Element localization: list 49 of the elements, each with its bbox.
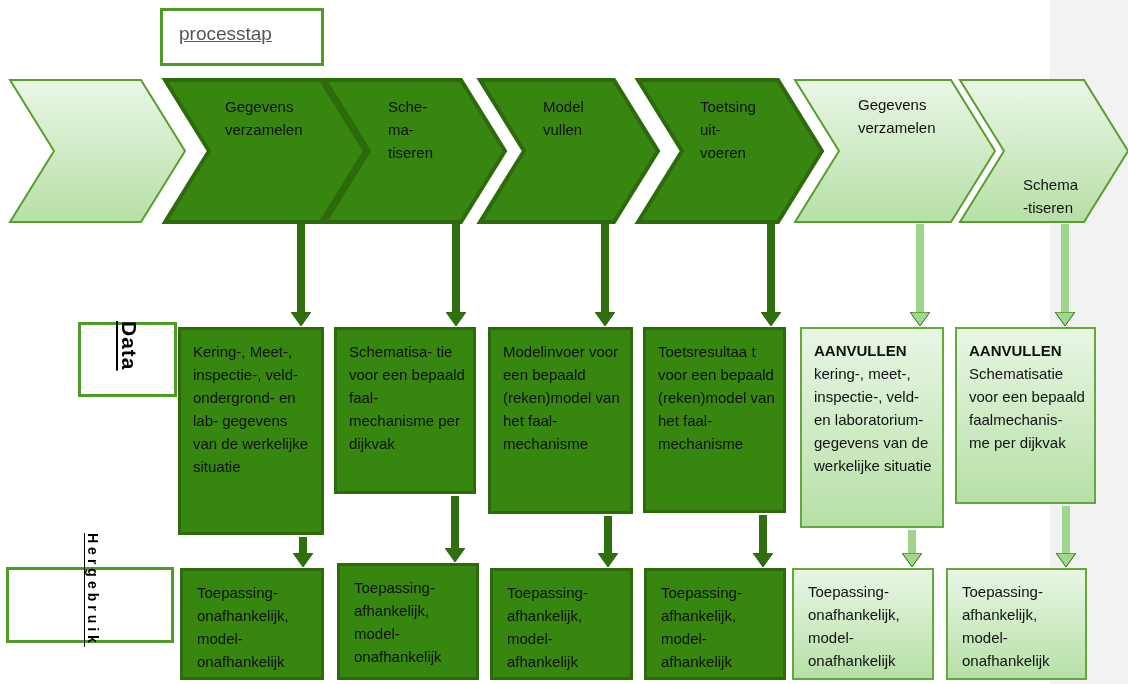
text-box [946, 568, 1087, 680]
text-box [490, 568, 633, 680]
text-box [955, 327, 1096, 504]
box-text: Schematisatie voor een bepaald faalmechanis- me per dijkvak [969, 364, 1086, 453]
text-box [334, 327, 476, 494]
text-box [337, 563, 479, 680]
box-text: Toepassing- onafhankelijk, model- onafhankelijk [808, 582, 901, 671]
box-text: Toetsresultaa t voor een bepaald (reken)model van het faal- mechanisme [658, 342, 775, 454]
text-box [178, 327, 324, 535]
label-box [78, 322, 177, 397]
step-label: Schema -tiseren [1023, 175, 1080, 218]
label-box [160, 8, 324, 66]
box-text: Kering-, Meet-, inspectie-, veld- ondergrond- en lab- gegevens van de werkelijke situatie [193, 342, 310, 477]
arrow [752, 515, 774, 568]
arrow [597, 516, 619, 568]
box-text: Toepassing- onafhankelijk, model- onafhankelijk [197, 583, 290, 672]
arrow [594, 224, 616, 327]
box-text: Toepassing- afhankelijk, model- onafhankelijk [354, 578, 443, 667]
arrow [901, 530, 923, 568]
text-box [643, 327, 786, 513]
box-heading: AANVULLEN [814, 341, 908, 361]
step-label: Toetsing uit- voeren [700, 97, 757, 163]
step-label: Model vullen [543, 97, 585, 140]
text-box [800, 327, 944, 528]
box-text: kering-, meet-, inspectie-, veld- en laboratorium- gegevens van de werkelijke situatie [814, 364, 933, 476]
row-label: Data [117, 321, 141, 371]
arrow [290, 224, 312, 327]
box-text: Toepassing- afhankelijk, model- afhankelijk [507, 583, 589, 672]
step-label: Gegevens verzamelen [858, 95, 937, 138]
text-box [180, 568, 324, 680]
step-label: Sche- ma- tiseren [388, 97, 435, 163]
text-box [644, 568, 786, 680]
arrow [1055, 506, 1077, 568]
box-text: Toepassing- afhankelijk, model- onafhankelijk [962, 582, 1051, 671]
box-text: Schematisa- tie voor een bepaald faal- mechanisme per dijkvak [349, 342, 465, 454]
arrow [444, 496, 466, 563]
text-box [488, 327, 633, 514]
label-text: processtap [179, 23, 272, 45]
arrow [445, 224, 467, 327]
text-box [792, 568, 934, 680]
arrow [1054, 224, 1076, 327]
box-heading: AANVULLEN [969, 341, 1063, 361]
arrow [909, 224, 931, 327]
box-text: Modelinvoer voor een bepaald (reken)model van het faal- mechanisme [503, 342, 621, 454]
row-label: Hergebruik [85, 533, 101, 647]
arrow [760, 224, 782, 327]
arrow [292, 537, 314, 568]
step-label: Gegevens verzamelen [225, 97, 304, 140]
box-text: Toepassing- afhankelijk, model- afhankelijk [661, 583, 743, 672]
